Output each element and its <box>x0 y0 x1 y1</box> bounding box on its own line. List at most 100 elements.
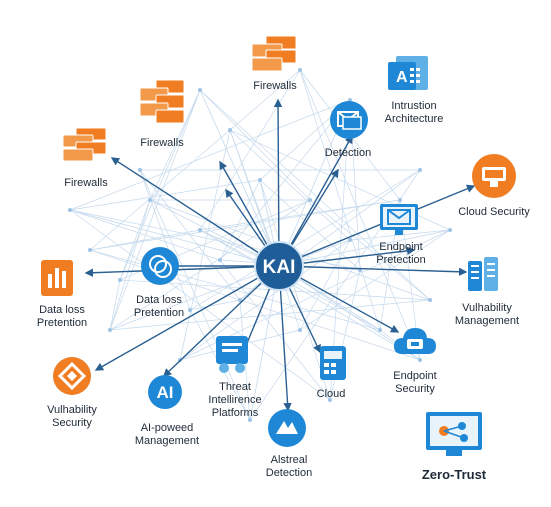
mesh-line <box>299 69 381 331</box>
vulnerability-diamond-icon <box>53 357 91 395</box>
firewall-icon <box>251 35 297 72</box>
mesh-node <box>88 248 92 252</box>
mesh-line <box>139 169 251 421</box>
mesh-line <box>89 69 301 251</box>
mesh-node <box>118 278 122 282</box>
intrusion-app-icon: A <box>388 56 428 90</box>
label-firewalls-left: Firewalls <box>64 177 108 189</box>
mesh-node <box>298 328 302 332</box>
mesh-line <box>299 69 421 361</box>
hub-link <box>278 265 468 276</box>
hub-link <box>84 265 280 277</box>
mesh-line <box>119 199 151 281</box>
mesh-line <box>69 179 261 211</box>
cloud-server-icon <box>320 346 346 380</box>
firewall-icon <box>139 79 185 124</box>
mesh-node <box>218 258 222 262</box>
mail-detection-icon <box>330 101 368 139</box>
mesh-line <box>139 169 191 311</box>
mesh-node <box>188 308 192 312</box>
mesh-line <box>109 199 151 331</box>
mesh-node <box>348 238 352 242</box>
mesh-line <box>249 265 280 421</box>
mesh-line <box>189 299 241 311</box>
mesh-line <box>69 209 280 267</box>
mesh-line <box>109 265 280 331</box>
mesh-line <box>109 279 121 331</box>
label-dlp-left: Data loss Pretention <box>36 304 88 329</box>
label-threat-intel: Threat Intellirence Platforms <box>208 381 262 419</box>
mesh-node <box>298 68 302 72</box>
mesh-line <box>199 229 421 361</box>
mesh-node <box>198 88 202 92</box>
data-loss-chart-icon <box>41 260 73 296</box>
label-zero-trust: Zero-Trust <box>421 467 487 482</box>
hub-link <box>110 157 280 267</box>
label-intrusion: Intrustion Architecture <box>384 100 444 125</box>
label-cloud-security: Cloud Security <box>458 206 530 218</box>
mesh-line <box>259 179 331 401</box>
label-cloud: Cloud <box>316 388 346 400</box>
label-firewalls-mid: Firewalls <box>140 137 184 149</box>
mesh-line <box>199 199 401 231</box>
mesh-node <box>148 198 152 202</box>
mesh-line <box>259 179 361 271</box>
mesh-node <box>428 298 432 302</box>
mesh-node <box>308 198 312 202</box>
svg-text:AI: AI <box>157 383 174 402</box>
mesh-line <box>229 129 351 241</box>
mesh-node <box>68 208 72 212</box>
mesh-line <box>149 89 201 201</box>
label-detection: Detection <box>324 147 372 159</box>
mesh-node <box>328 398 332 402</box>
hub-link <box>94 265 280 371</box>
mesh-line <box>69 99 351 211</box>
mesh-node <box>108 328 112 332</box>
label-vuln-security: Vulhability Security <box>47 404 97 429</box>
hub-link <box>273 98 283 267</box>
firewall-icon <box>62 127 107 162</box>
mesh-line <box>278 229 451 267</box>
mesh-line <box>69 209 331 401</box>
endpoint-mail-monitor-icon <box>380 204 418 235</box>
ai-badge-icon: AI <box>148 375 182 409</box>
mesh-line <box>299 239 351 331</box>
data-loss-circle-icon <box>141 247 179 285</box>
mesh-line <box>139 169 241 301</box>
hub-link <box>278 184 476 267</box>
hub-link <box>162 265 280 377</box>
mesh-line <box>199 89 280 267</box>
mesh-line <box>69 209 221 261</box>
mesh-node <box>198 228 202 232</box>
zero-trust-monitor-icon <box>426 412 482 456</box>
mesh-node <box>398 198 402 202</box>
mesh-line <box>89 199 401 251</box>
label-vuln-management: Vulhability Management <box>454 302 520 327</box>
svg-text:A: A <box>396 69 408 86</box>
mesh-line <box>179 129 231 361</box>
mesh-node <box>138 168 142 172</box>
label-endpoint-security: Endpoint Security <box>393 370 437 395</box>
mesh-line <box>309 199 431 301</box>
mesh-line <box>219 259 331 401</box>
hub-logo: KAI <box>254 241 304 291</box>
label-ai-management: AI-poweed Management <box>134 422 200 447</box>
label-firewalls-top: Firewalls <box>253 80 297 92</box>
label-dlp-right: Data loss Pretention <box>133 294 185 319</box>
ai-threat-icon <box>268 409 306 447</box>
mesh-line <box>199 69 301 231</box>
label-ai-threat: Alstreal Detection <box>265 454 313 479</box>
label-endpoint-protection: Endpoint Pretection <box>376 241 426 266</box>
vulnerability-server-icon <box>468 257 498 291</box>
mesh-line <box>119 89 201 281</box>
mesh-line <box>219 179 261 261</box>
mesh-line <box>199 89 311 201</box>
mesh-line <box>199 89 431 301</box>
mesh-node <box>248 418 252 422</box>
mesh-line <box>109 199 311 331</box>
cloud-security-icon <box>472 154 516 198</box>
mesh-node <box>228 128 232 132</box>
mesh-node <box>418 358 422 362</box>
mesh-node <box>258 178 262 182</box>
